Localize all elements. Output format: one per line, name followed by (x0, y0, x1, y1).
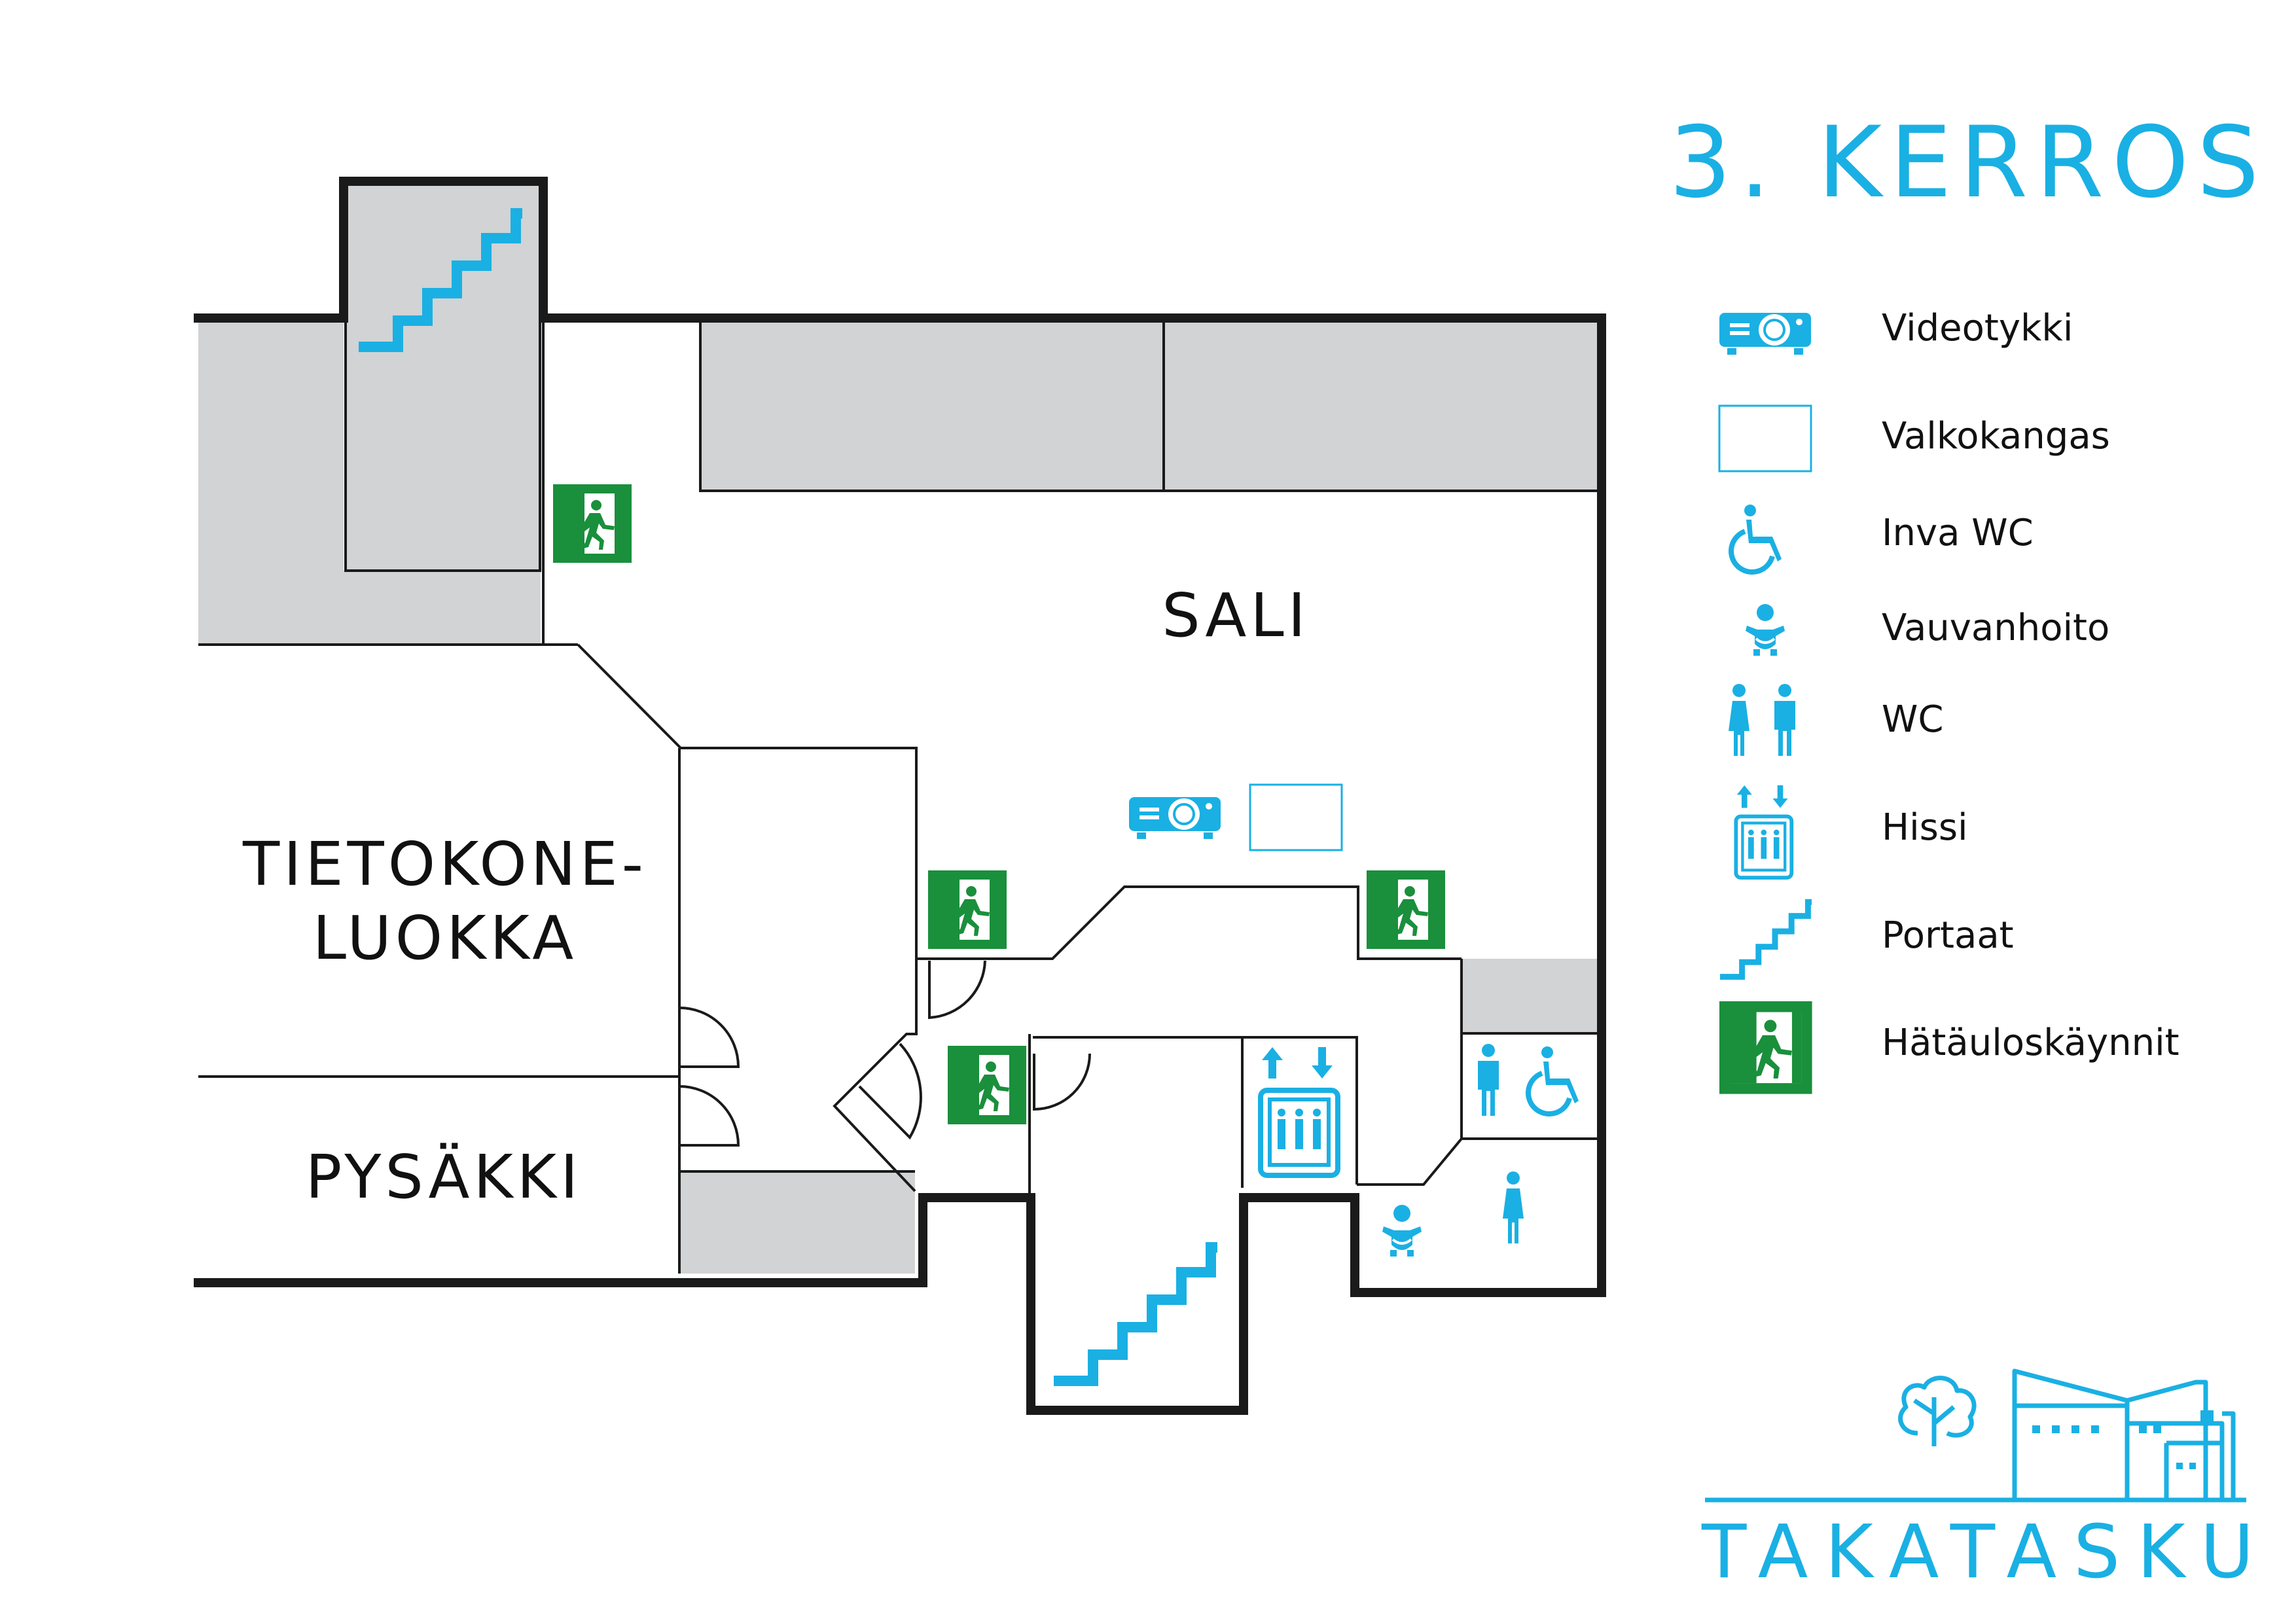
legend-label-vauvanhoito: Vauvanhoito (1882, 607, 2109, 649)
emergency-exit-icon (1367, 870, 1445, 949)
baby-care-icon (1381, 1204, 1423, 1258)
legend-label-hataulos: Hätäuloskäynnit (1882, 1022, 2179, 1064)
elevator-icon (1736, 785, 1791, 878)
legend-label-hissi: Hissi (1882, 806, 1968, 849)
wc-icon (1729, 684, 1795, 756)
room-label-sali: SALI (1162, 580, 1309, 651)
floor-plan: SALI TIETOKONE- LUOKKA PYSÄKKI (194, 177, 1606, 1415)
screen-icon (1718, 404, 1812, 473)
legend-label-videotykki: Videotykki (1882, 307, 2073, 349)
baby-care-icon (1744, 603, 1786, 657)
projector-icon (1719, 313, 1811, 355)
room-label-tietokoneluokka-line1: TIETOKONE- (242, 829, 647, 899)
room-label-tietokoneluokka-line2: LUOKKA (313, 903, 577, 973)
accessible-wc-icon (1528, 1046, 1579, 1114)
stairs-icon (1720, 902, 1812, 976)
wc-man-icon (1478, 1044, 1499, 1116)
storage-areas (198, 184, 1597, 1274)
wc-woman-icon (1503, 1171, 1524, 1243)
outer-walls (194, 177, 1606, 1415)
emergency-exit-icon (1719, 1001, 1812, 1094)
screen-icon (1249, 783, 1343, 851)
legend-label-wc: WC (1882, 698, 1943, 741)
legend-label-valkokangas: Valkokangas (1882, 415, 2110, 457)
legend: Videotykki Valkokangas Inva WC Vauvanhoi… (1719, 307, 2179, 1094)
legend-label-inva-wc: Inva WC (1882, 512, 2034, 554)
stairs-icon (1054, 1247, 1217, 1381)
emergency-exit-icon (553, 484, 632, 563)
projector-icon (1129, 797, 1221, 839)
logo-text: TAKATASKU (1701, 1510, 2271, 1595)
room-label-pysakki: PYSÄKKI (306, 1142, 583, 1212)
legend-label-portaat: Portaat (1882, 914, 2014, 957)
emergency-exit-icon (948, 1046, 1026, 1124)
emergency-exit-icon (928, 870, 1007, 949)
page-title: 3. KERROS (1669, 106, 2267, 220)
elevator-icon (1261, 1047, 1338, 1175)
interior-walls (198, 323, 1597, 1274)
accessible-wc-icon (1731, 505, 1782, 572)
takatasku-logo: TAKATASKU (1701, 1368, 2271, 1595)
